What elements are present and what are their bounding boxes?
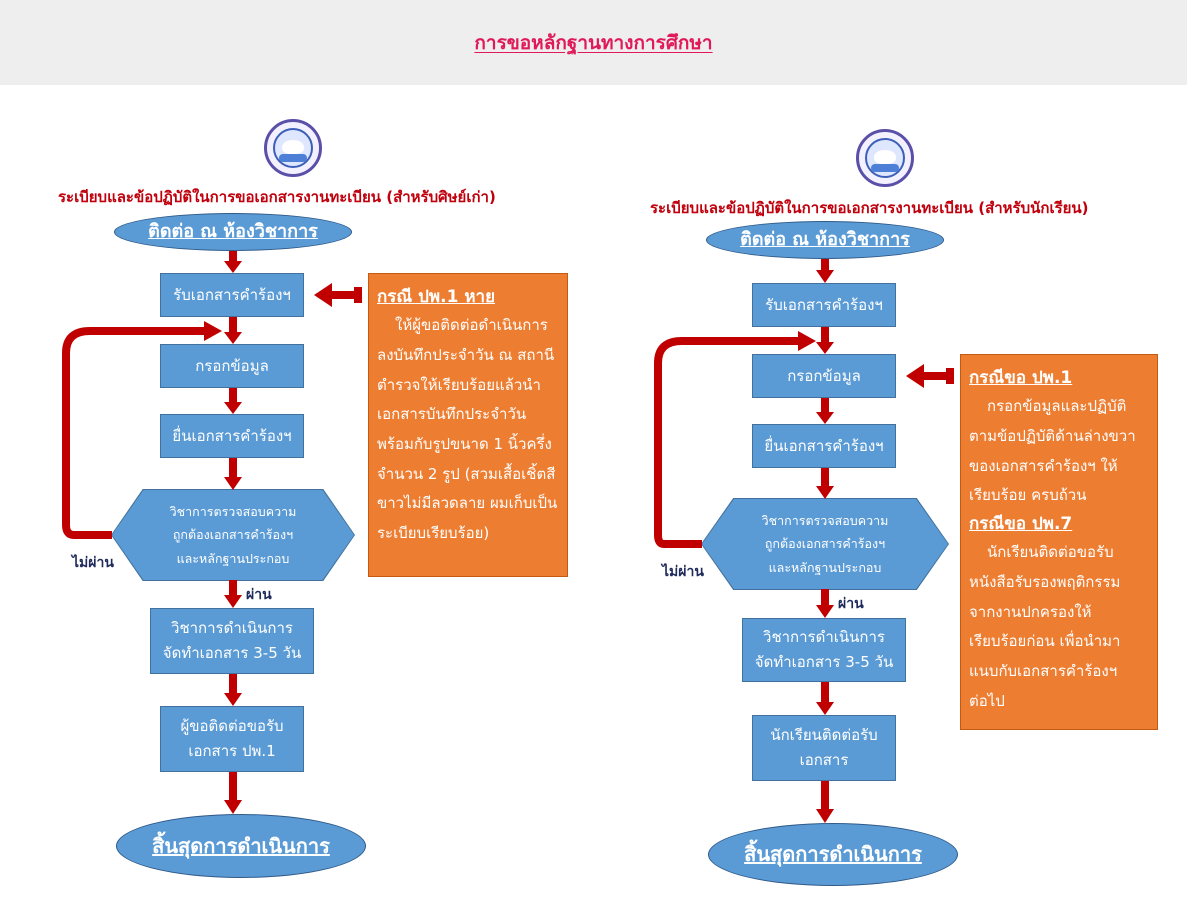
right-pickup-line-2: เอกสาร xyxy=(799,751,849,769)
right-note-b-line-4: เรียบร้อยก่อน เพื่อนำมา xyxy=(969,632,1121,651)
left-note-line-4: เอกสารบันทึกประจำวัน xyxy=(377,405,527,424)
left-arrow-receive-fill xyxy=(224,317,242,344)
left-arrow-decision-process xyxy=(224,580,242,608)
left-note: กรณี ปพ.1 หาย ให้ผู้ขอติดต่อดำเนินการ ลง… xyxy=(368,273,568,577)
left-doc-title: ระเบียบและข้อปฏิบัติในการขอเอกสารงานทะเบ… xyxy=(58,188,496,206)
right-note-arrow-shaft xyxy=(924,372,952,380)
right-arrow-pickup-end xyxy=(816,781,834,823)
right-step-submit-label: ยื่นเอกสารคำร้องฯ xyxy=(764,436,884,455)
left-flowchart: ระเบียบและข้อปฏิบัติในการขอเอกสารงานทะเบ… xyxy=(0,95,590,902)
right-pass-label: ผ่าน xyxy=(838,596,864,612)
left-step-submit-label: ยื่นเอกสารคำร้องฯ xyxy=(172,426,292,445)
right-note-b-line-6: ต่อไป xyxy=(969,691,1005,710)
right-arrow-start-receive xyxy=(816,259,834,283)
right-arrow-submit-decision xyxy=(816,468,834,499)
left-start-label: ติดต่อ ณ ห้องวิชาการ xyxy=(148,221,318,242)
right-step-submit: ยื่นเอกสารคำร้องฯ xyxy=(752,424,896,468)
right-note-b-line-5: แนบกับเอกสารคำร้องฯ xyxy=(969,661,1118,680)
left-loop-arrowhead xyxy=(204,321,222,341)
left-end-label: สิ้นสุดการดำเนินการ xyxy=(152,834,330,858)
left-note-line-5: พร้อมกับรูปขนาด 1 นิ้วครึ่ง xyxy=(377,434,552,453)
right-loop-arrowhead xyxy=(798,331,816,351)
left-step-submit: ยื่นเอกสารคำร้องฯ xyxy=(160,414,304,458)
right-note-a-line-1: กรอกข้อมูลและปฏิบัติ xyxy=(987,397,1127,416)
left-note-line-3: ตำรวจให้เรียบร้อยแล้วนำ xyxy=(377,375,541,394)
left-note-line-7: ขาวไม่มีลวดลาย ผมเก็บเป็น xyxy=(377,494,558,513)
right-arrow-fill-submit xyxy=(816,398,834,424)
left-step-pickup: ผู้ขอติดต่อขอรับ เอกสาร ปพ.1 xyxy=(160,706,304,772)
right-pickup-line-1: นักเรียนติดต่อรับ xyxy=(770,726,878,745)
left-start-oval: ติดต่อ ณ ห้องวิชาการ xyxy=(114,213,352,251)
left-arrow-start-receive xyxy=(224,251,242,273)
left-pass-label: ผ่าน xyxy=(246,587,272,603)
left-note-line-8: ระเบียบเรียบร้อย) xyxy=(377,524,490,542)
right-start-label: ติดต่อ ณ ห้องวิชาการ xyxy=(740,229,910,250)
right-step-process: วิชาการดำเนินการ จัดทำเอกสาร 3-5 วัน xyxy=(742,618,906,682)
right-note: กรณีขอ ปพ.1 กรอกข้อมูลและปฏิบัติ ตามข้อป… xyxy=(960,354,1158,730)
left-note-heading: กรณี ปพ.1 หาย xyxy=(377,287,496,307)
right-note-b-line-1: นักเรียนติดต่อขอรับ xyxy=(987,543,1114,562)
left-arrow-submit-decision xyxy=(224,458,242,490)
left-decision: วิชาการตรวจสอบความ ถูกต้องเอกสารคำร้องฯ … xyxy=(111,489,355,581)
right-end-label: สิ้นสุดการดำเนินการ xyxy=(744,842,922,866)
right-fail-label: ไม่ผ่าน xyxy=(662,564,704,580)
left-decision-line-3: และหลักฐานประกอบ xyxy=(176,550,290,566)
left-note-arrowhead xyxy=(314,283,332,307)
right-start-oval: ติดต่อ ณ ห้องวิชาการ xyxy=(706,221,944,259)
page-header: การขอหลักฐานทางการศึกษา xyxy=(0,0,1187,85)
right-arrow-decision-process xyxy=(816,589,834,618)
right-note-b-line-3: จากงานปกครองให้ xyxy=(969,602,1092,621)
left-step-receive: รับเอกสารคำร้องฯ xyxy=(160,273,304,317)
right-arrow-process-pickup xyxy=(816,682,834,715)
right-process-line-1: วิชาการดำเนินการ xyxy=(763,628,885,647)
right-note-a-line-4: เรียบร้อย ครบถ้วน xyxy=(969,486,1087,505)
left-fail-label: ไม่ผ่าน xyxy=(72,555,114,571)
left-decision-line-2: ถูกต้องเอกสารคำร้องฯ xyxy=(172,527,294,543)
left-step-process: วิชาการดำเนินการ จัดทำเอกสาร 3-5 วัน xyxy=(150,608,314,674)
left-step-receive-label: รับเอกสารคำร้องฯ xyxy=(173,285,291,304)
right-note-heading-1: กรณีขอ ปพ.1 xyxy=(969,368,1073,388)
left-decision-line-1: วิชาการตรวจสอบความ xyxy=(169,504,297,520)
right-arrow-receive-fill xyxy=(816,327,834,354)
right-decision-line-1: วิชาการตรวจสอบความ xyxy=(761,513,889,529)
right-step-receive: รับเอกสารคำร้องฯ xyxy=(752,283,896,327)
right-note-a-line-3: ของเอกสารคำร้องฯ ให้ xyxy=(969,456,1118,475)
left-step-fill: กรอกข้อมูล xyxy=(160,344,304,388)
right-doc-title: ระเบียบและข้อปฏิบัติในการขอเอกสารงานทะเบ… xyxy=(650,199,1089,217)
right-step-fill-label: กรอกข้อมูล xyxy=(787,366,861,385)
page-title: การขอหลักฐานทางการศึกษา xyxy=(474,32,713,54)
right-step-pickup: นักเรียนติดต่อรับ เอกสาร xyxy=(752,715,896,781)
left-pickup-line-2: เอกสาร ปพ.1 xyxy=(188,742,276,760)
right-note-b-line-2: หนังสือรับรองพฤติกรรม xyxy=(969,572,1121,591)
right-process-line-2: จัดทำเอกสาร 3-5 วัน xyxy=(754,653,894,671)
left-pickup-line-1: ผู้ขอติดต่อขอรับ xyxy=(180,717,284,736)
right-note-a-line-2: ตามข้อปฏิบัติด้านล่างขวา xyxy=(969,426,1136,445)
left-step-fill-label: กรอกข้อมูล xyxy=(195,356,269,375)
left-arrow-pickup-end xyxy=(224,772,242,814)
left-arrow-process-pickup xyxy=(224,674,242,706)
right-decision: วิชาการตรวจสอบความ ถูกต้องเอกสารคำร้องฯ … xyxy=(701,498,949,590)
school-seal-icon xyxy=(856,129,914,187)
left-arrow-fill-submit xyxy=(224,388,242,414)
left-note-line-2: ลงบันทึกประจำวัน ณ สถานี xyxy=(377,345,555,364)
right-end-oval: สิ้นสุดการดำเนินการ xyxy=(708,823,958,886)
left-process-line-1: วิชาการดำเนินการ xyxy=(171,619,293,638)
left-note-line-6: จำนวน 2 รูป (สวมเสื้อเชิ้ตสี xyxy=(377,464,556,483)
right-decision-line-3: และหลักฐานประกอบ xyxy=(768,559,882,575)
right-step-fill: กรอกข้อมูล xyxy=(752,354,896,398)
school-seal-icon xyxy=(264,119,322,177)
right-decision-line-2: ถูกต้องเอกสารคำร้องฯ xyxy=(764,536,886,552)
right-step-receive-label: รับเอกสารคำร้องฯ xyxy=(765,295,883,314)
left-process-line-2: จัดทำเอกสาร 3-5 วัน xyxy=(162,644,302,662)
left-end-oval: สิ้นสุดการดำเนินการ xyxy=(116,814,366,878)
left-note-arrow-shaft xyxy=(330,291,360,299)
right-note-heading-2: กรณีขอ ปพ.7 xyxy=(969,513,1073,534)
right-flowchart: ระเบียบและข้อปฏิบัติในการขอเอกสารงานทะเบ… xyxy=(590,95,1187,902)
right-note-arrowhead xyxy=(906,364,924,388)
left-note-line-1: ให้ผู้ขอติดต่อดำเนินการ xyxy=(395,316,548,335)
